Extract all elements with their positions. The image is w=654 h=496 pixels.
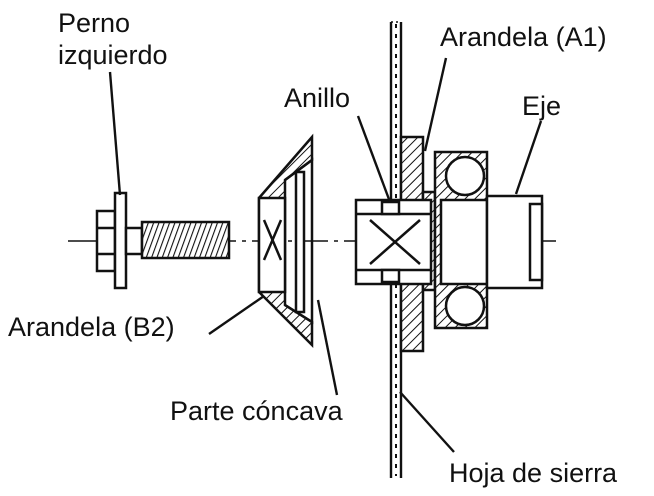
leader-concave xyxy=(316,299,339,396)
leader-shaft xyxy=(514,120,543,195)
leader-lines xyxy=(108,57,543,453)
label-washer-b2: Arandela (B2) xyxy=(8,312,175,342)
label-shaft: Eje xyxy=(522,91,562,121)
label-concave: Parte cóncava xyxy=(170,396,343,426)
label-bolt-line2: izquierdo xyxy=(58,40,168,70)
label-bolt-line1: Perno xyxy=(58,8,131,38)
leader-washer-b2 xyxy=(208,295,265,335)
leader-ring xyxy=(356,115,392,203)
leader-bolt xyxy=(108,71,122,196)
label-blade: Hoja de sierra xyxy=(449,458,618,488)
ring xyxy=(354,198,433,286)
shaft xyxy=(433,150,544,330)
leader-blade xyxy=(399,391,455,453)
label-washer-a1: Arandela (A1) xyxy=(440,22,607,52)
label-ring: Anillo xyxy=(284,83,351,113)
washer-b2 xyxy=(257,133,314,349)
left-bolt xyxy=(95,191,231,290)
leader-washer-a1 xyxy=(423,57,448,152)
